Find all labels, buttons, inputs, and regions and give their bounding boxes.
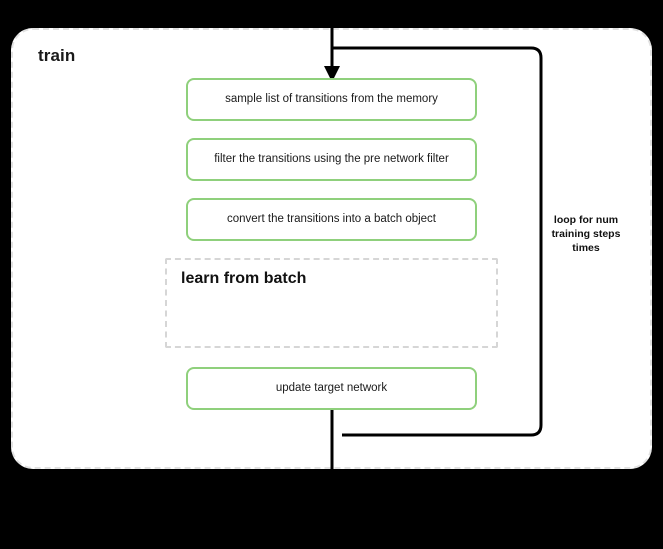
step-label: update target network: [275, 381, 388, 394]
step-label: filter the transitions using the pre net…: [214, 152, 449, 165]
step-label: sample list of transitions from the memo…: [225, 92, 438, 105]
step-sample-transitions[interactable]: sample list of transitions from the memo…: [186, 78, 477, 121]
step-convert-to-batch[interactable]: convert the transitions into a batch obj…: [186, 198, 477, 241]
step-label: convert the transitions into a batch obj…: [226, 212, 437, 225]
loop-annotation: loop for num training steps times: [551, 214, 621, 255]
step-update-target-network[interactable]: update target network: [186, 367, 477, 410]
subprocess-learn-from-batch[interactable]: learn from batch: [165, 258, 498, 348]
subprocess-title: learn from batch: [181, 270, 307, 287]
step-filter-transitions[interactable]: filter the transitions using the pre net…: [186, 138, 477, 181]
page-title: train: [38, 46, 76, 65]
